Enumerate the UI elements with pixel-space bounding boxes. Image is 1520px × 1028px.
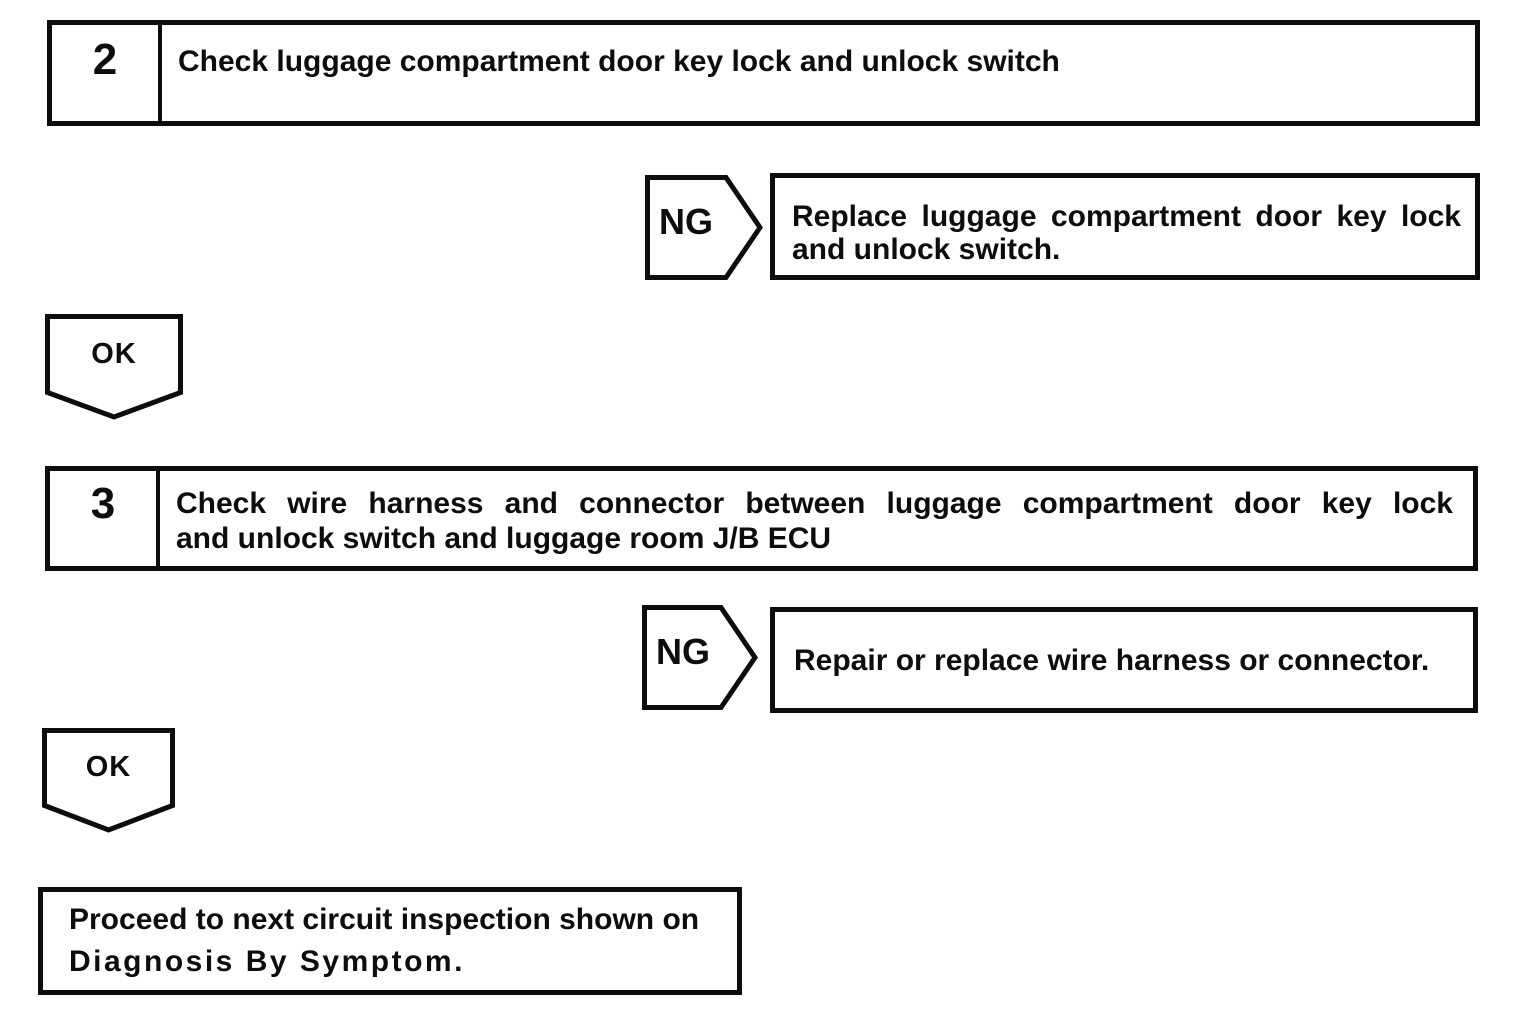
ng-arrow-1: NG [645, 175, 763, 280]
replace-switch-action-text: Replace luggage compartment door key loc… [775, 178, 1475, 266]
proceed-next-inspection-text: Proceed to next circuit inspection shown… [43, 892, 737, 983]
ng-arrow-1-label: NG [659, 200, 713, 242]
step-2-title: Check luggage compartment door key lock … [178, 45, 1060, 78]
replace-action-line-2: and unlock switch. [792, 233, 1061, 266]
ok-arrow-1-label: OK [91, 337, 137, 370]
ng-arrow-1-shape [645, 175, 763, 280]
replace-switch-action-box: Replace luggage compartment door key loc… [770, 173, 1480, 280]
step-2-title-area: Check luggage compartment door key lock … [162, 25, 1475, 121]
step-3-number: 3 [90, 479, 116, 528]
ok-arrow-2-shape [42, 728, 175, 833]
ng-arrow-2-shape [642, 605, 758, 710]
step-2-number: 2 [92, 35, 118, 84]
proceed-line-1: Proceed to next circuit inspection shown… [69, 903, 700, 936]
proceed-next-inspection-box: Proceed to next circuit inspection shown… [38, 887, 742, 995]
ok-arrow-2-label: OK [85, 750, 132, 783]
step-2-number-cell: 2 [52, 25, 162, 121]
ok-arrow-1-shape [45, 314, 183, 420]
step-3-box: 3 Check wire harness and connector betwe… [45, 466, 1478, 571]
step-3-title-line-2: and unlock switch and luggage room J/B E… [176, 522, 832, 555]
repair-harness-action-text: Repair or replace wire harness or connec… [794, 643, 1430, 677]
step-3-title-line-1: Check wire harness and connector between… [176, 487, 1453, 520]
repair-harness-action-box: Repair or replace wire harness or connec… [770, 607, 1478, 713]
ng-arrow-2-label: NG [656, 630, 710, 672]
proceed-line-2: Diagnosis By Symptom. [69, 945, 465, 978]
step-3-title-area: Check wire harness and connector between… [160, 471, 1473, 566]
ng-arrow-2: NG [642, 605, 758, 710]
step-2-box: 2 Check luggage compartment door key loc… [47, 20, 1480, 126]
ok-arrow-2: OK [42, 728, 175, 833]
step-3-number-cell: 3 [50, 471, 160, 566]
ok-arrow-1: OK [45, 314, 183, 420]
replace-action-line-1: Replace luggage compartment door key loc… [792, 200, 1461, 233]
